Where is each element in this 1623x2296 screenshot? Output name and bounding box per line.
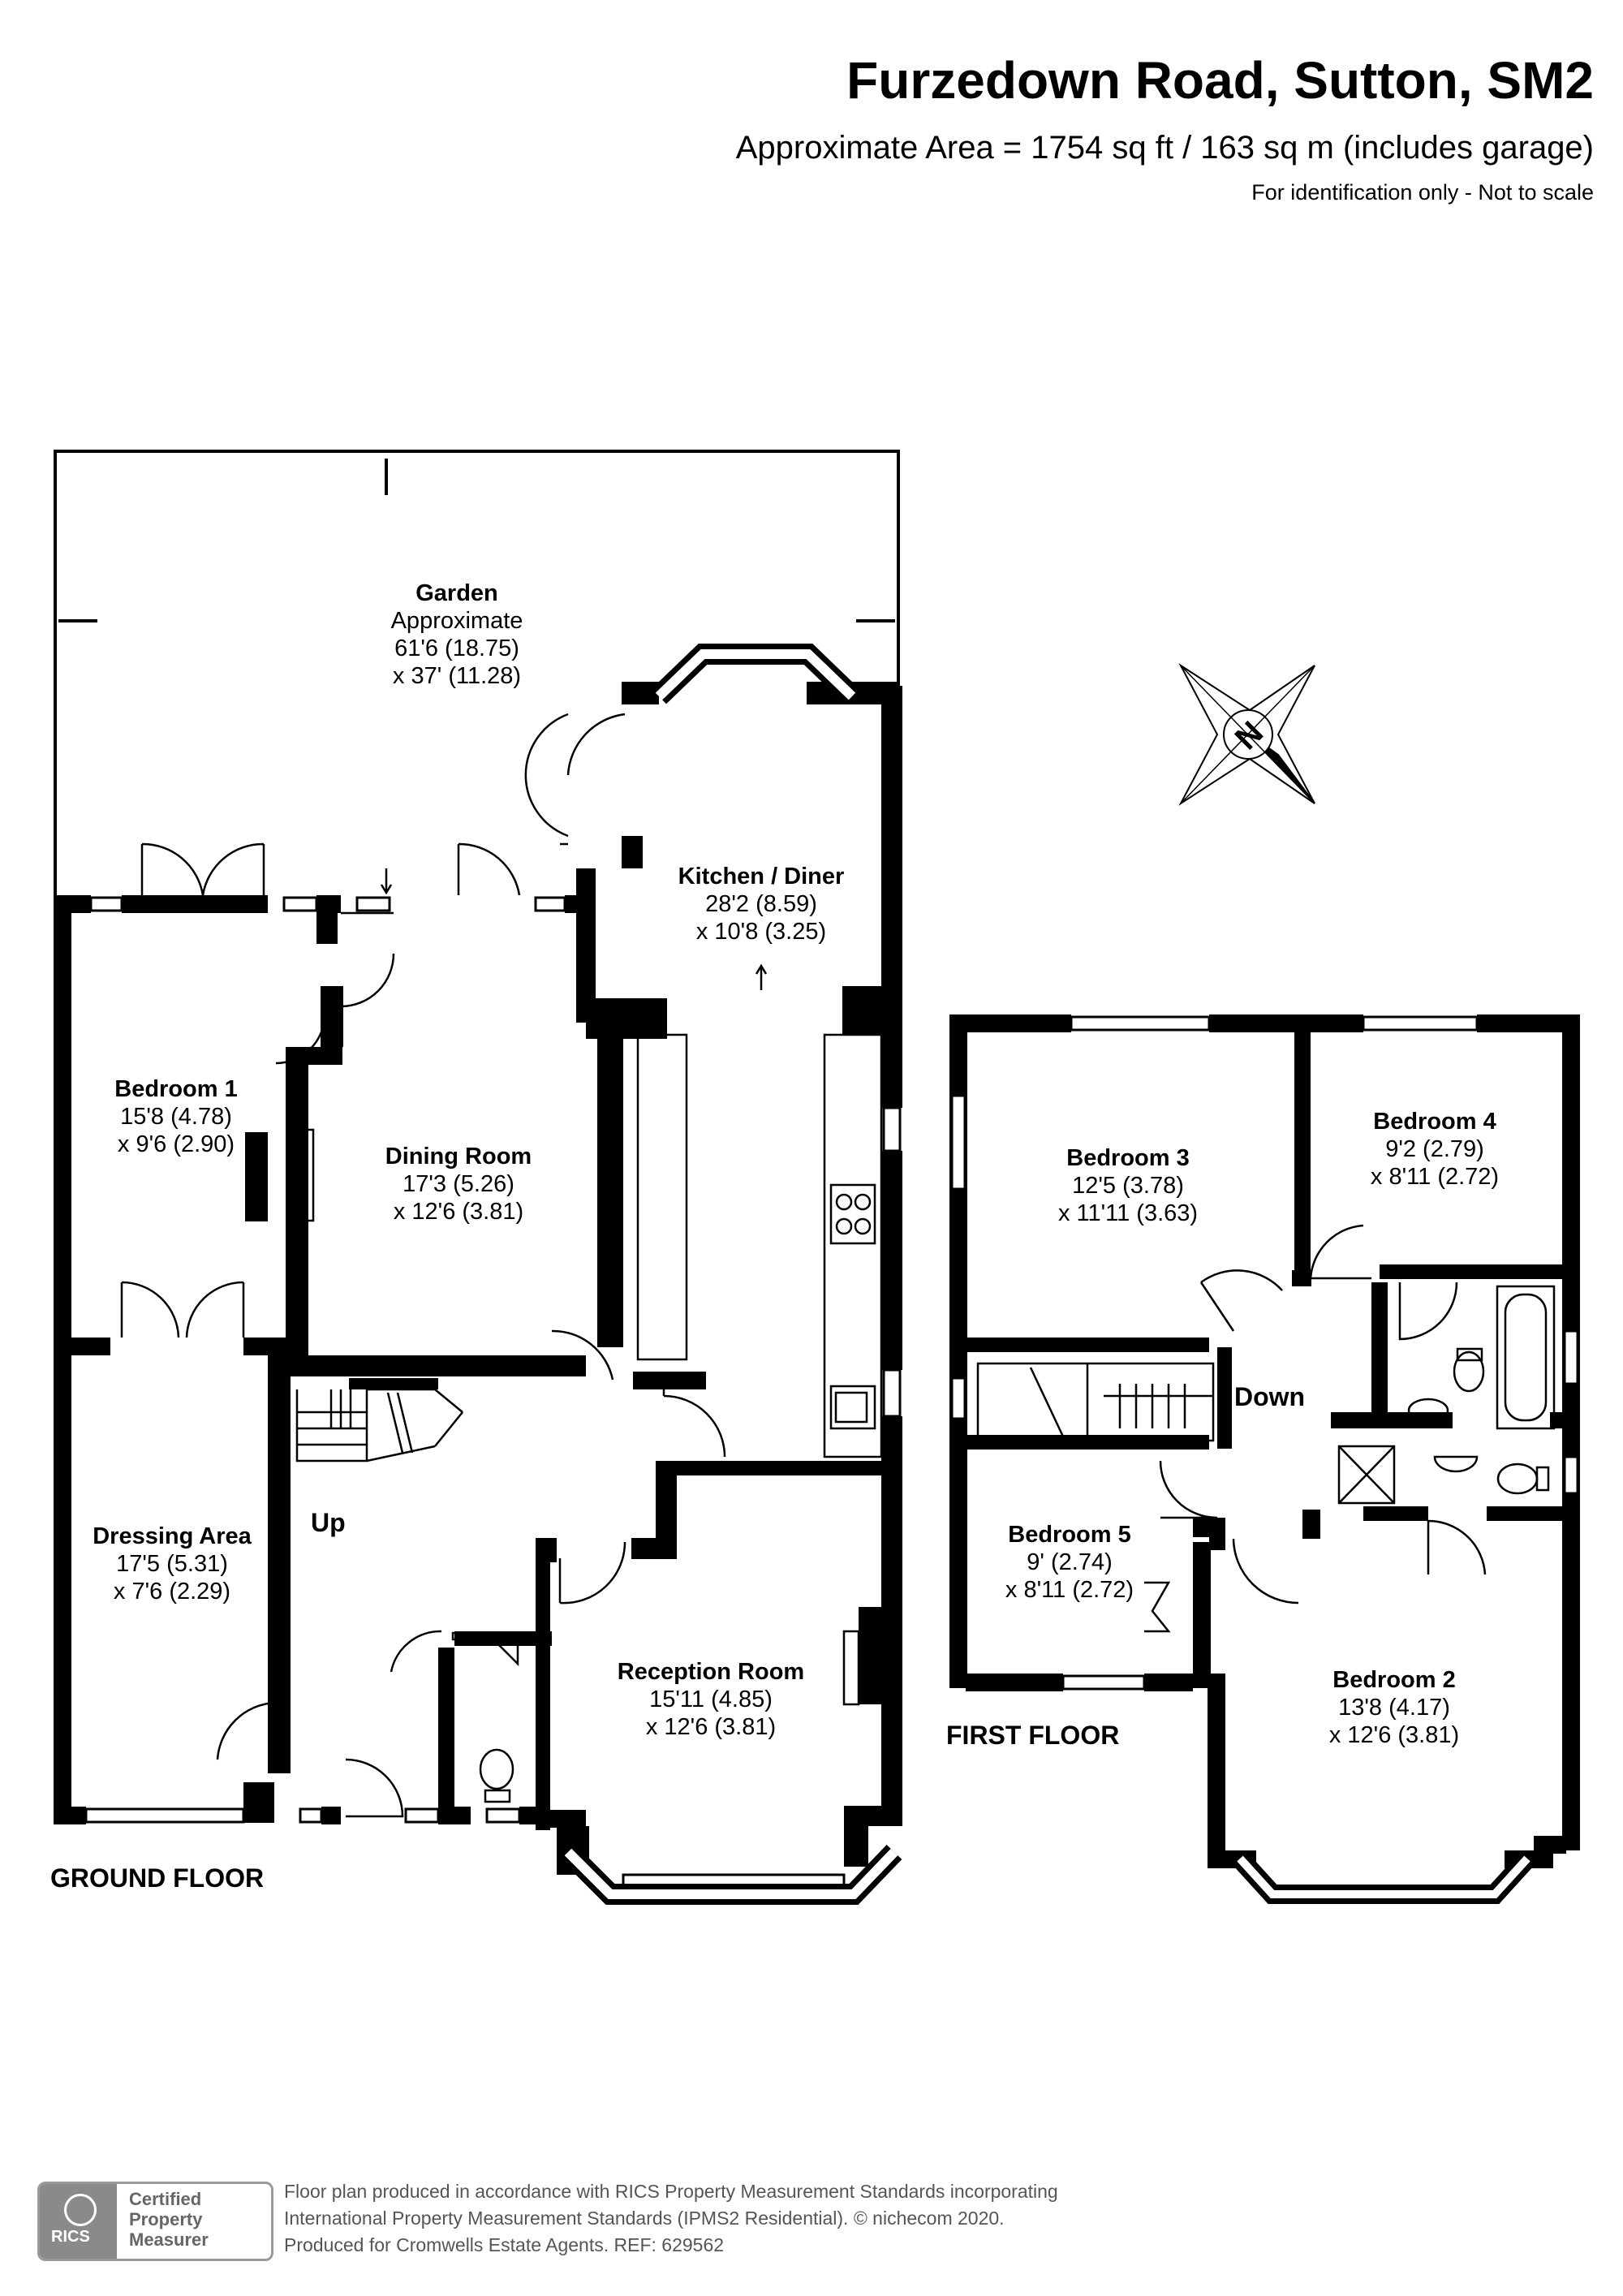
room-dimension: Approximate <box>390 608 523 634</box>
first-floor-bay <box>1233 1851 1535 1904</box>
page-title: Furzedown Road, Sutton, SM2 <box>846 51 1594 110</box>
room-dimension: 9' (2.74) <box>1027 1549 1113 1575</box>
room-dimension: 12'5 (3.78) <box>1072 1173 1184 1199</box>
first-floor-walls <box>949 1014 1580 1868</box>
room-kitchen-diner: Kitchen / Diner 28'2 (8.59) x 10'8 (3.25… <box>678 863 845 946</box>
room-name: Dressing Area <box>93 1523 252 1549</box>
room-dimension: 9'2 (2.79) <box>1385 1136 1484 1162</box>
area-summary: Approximate Area = 1754 sq ft / 163 sq m… <box>735 130 1594 166</box>
stairs-down-label: Down <box>1234 1382 1306 1411</box>
stairs-up-label: Up <box>311 1508 346 1537</box>
footer-line: Floor plan produced in accordance with R… <box>284 2181 1058 2202</box>
badge-line: Measurer <box>129 2229 209 2250</box>
room-name: Garden <box>415 580 498 606</box>
room-dimension: x 10'8 (3.25) <box>695 919 827 945</box>
room-dimension: 15'8 (4.78) <box>120 1104 232 1130</box>
room-dimension: x 12'6 (3.81) <box>645 1714 777 1740</box>
ground-floor-label: GROUND FLOOR <box>50 1863 265 1893</box>
room-dimension: 17'3 (5.26) <box>403 1171 514 1197</box>
room-bedroom-3: Bedroom 3 12'5 (3.78) x 11'11 (3.63) <box>1058 1144 1198 1227</box>
room-dimension: x 37' (11.28) <box>392 663 522 689</box>
ground-floor-walls <box>54 682 902 1875</box>
room-dimension: 13'8 (4.17) <box>1338 1695 1450 1721</box>
rics-certified-badge: RICS Certified Property Measurer <box>37 2182 273 2261</box>
rics-logo-block: RICS <box>40 2184 117 2259</box>
room-dressing-area: Dressing Area 17'5 (5.31) x 7'6 (2.29) <box>93 1523 252 1605</box>
room-dimension: x 8'11 (2.72) <box>1370 1164 1500 1190</box>
disclaimer-note: For identification only - Not to scale <box>1251 180 1594 205</box>
room-name: Reception Room <box>617 1659 805 1685</box>
footer-line: International Property Measurement Stand… <box>284 2208 1005 2229</box>
room-dimension: x 12'6 (3.81) <box>1328 1722 1460 1748</box>
room-dimension: x 8'11 (2.72) <box>1005 1577 1134 1603</box>
badge-line: Certified <box>129 2189 202 2209</box>
room-dimension: 61'6 (18.75) <box>394 635 519 661</box>
room-dining-room: Dining Room 17'3 (5.26) x 12'6 (3.81) <box>385 1143 532 1226</box>
room-bedroom-5: Bedroom 5 9' (2.74) x 8'11 (2.72) <box>1005 1521 1134 1604</box>
room-name: Dining Room <box>385 1144 532 1170</box>
room-dimension: x 7'6 (2.29) <box>113 1579 231 1605</box>
room-dimension: x 12'6 (3.81) <box>393 1199 524 1225</box>
room-garden: Garden Approximate 61'6 (18.75) x 37' (1… <box>391 579 523 690</box>
room-name: Bedroom 1 <box>114 1076 238 1102</box>
badge-text: Certified Property Measurer <box>129 2189 209 2250</box>
room-name: Bedroom 5 <box>1008 1522 1131 1548</box>
first-floor-doors <box>976 1224 1556 1633</box>
rics-emblem-icon <box>64 2194 97 2226</box>
ground-floor-doors <box>120 713 726 1818</box>
footer-credits: Floor plan produced in accordance with R… <box>284 2178 1058 2259</box>
room-bedroom-4: Bedroom 4 9'2 (2.79) x 8'11 (2.72) <box>1371 1108 1499 1191</box>
footer-line: Produced for Cromwells Estate Agents. RE… <box>284 2234 725 2255</box>
room-name: Bedroom 3 <box>1066 1145 1190 1171</box>
badge-line: Property <box>129 2209 203 2229</box>
room-name: Bedroom 2 <box>1332 1667 1456 1693</box>
room-dimension: 15'11 (4.85) <box>649 1686 773 1712</box>
rics-logo-text: RICS <box>51 2228 90 2246</box>
room-dimension: x 11'11 (3.63) <box>1057 1200 1199 1226</box>
room-dimension: 17'5 (5.31) <box>116 1551 228 1577</box>
bay-windows <box>560 644 902 1905</box>
room-dimension: x 9'6 (2.90) <box>117 1131 235 1157</box>
first-floor-label: FIRST FLOOR <box>946 1721 1120 1750</box>
room-name: Kitchen / Diner <box>678 864 845 890</box>
compass-rose <box>1178 663 1315 806</box>
room-bedroom-2: Bedroom 2 13'8 (4.17) x 12'6 (3.81) <box>1329 1666 1459 1749</box>
room-reception-room: Reception Room 15'11 (4.85) x 12'6 (3.81… <box>618 1658 804 1741</box>
room-name: Bedroom 4 <box>1373 1109 1496 1135</box>
garden-boundary <box>54 450 900 901</box>
room-dimension: 28'2 (8.59) <box>705 891 817 917</box>
room-bedroom-1: Bedroom 1 15'8 (4.78) x 9'6 (2.90) <box>114 1075 237 1158</box>
ground-floor-fixtures <box>287 868 883 1803</box>
